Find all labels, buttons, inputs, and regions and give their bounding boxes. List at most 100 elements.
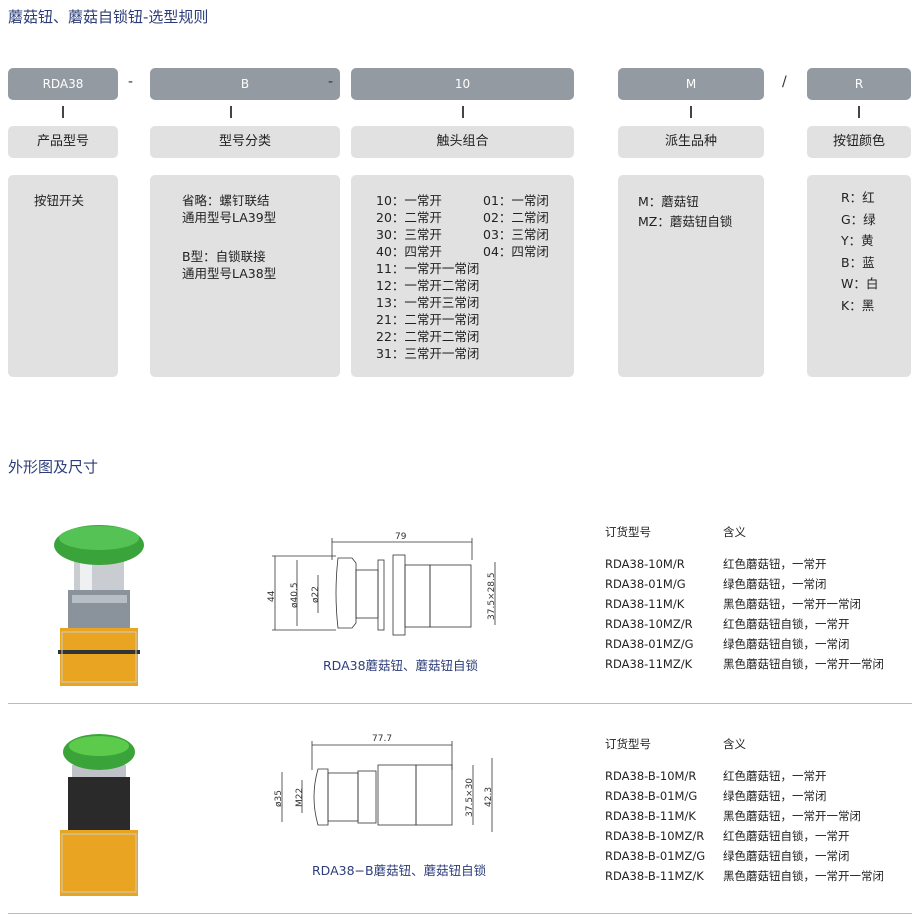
desc-line: 13：一常开三常闭 <box>376 295 480 310</box>
desc-line: 12：一常开二常闭 <box>376 278 480 293</box>
header-model: 订货型号 <box>605 525 651 539</box>
desc-line: 01：一常闭 <box>483 193 549 208</box>
dimension-drawing-2: 77.7 ø35 M22 37.5×30 42.3 <box>274 734 494 832</box>
table-row: RDA38-B-01M/G 绿色蘑菇钮，一常闭 <box>605 786 884 806</box>
desc-line: 22：二常开二常闭 <box>376 329 480 344</box>
desc-line: B型：自锁联接 <box>182 249 266 264</box>
dimension-drawing-1: 79 44 ø40.5 ø22 37.5×28.5 <box>267 532 497 636</box>
desc-line: MZ：蘑菇钮自锁 <box>638 214 733 229</box>
desc-line: R：红 <box>841 190 875 205</box>
desc-line <box>182 226 340 248</box>
meaning-cell: 红色蘑菇钮自锁，一常开 <box>723 829 850 843</box>
code-variant: M <box>618 68 764 100</box>
dim-length: 77.7 <box>372 734 392 744</box>
page-title: 蘑菇钮、蘑菇自锁钮-选型规则 <box>8 8 209 26</box>
dim-mount: M22 <box>295 788 305 807</box>
desc-text: 按钮开关 <box>34 193 85 208</box>
table-row: RDA38-10MZ/R 红色蘑菇钮自锁，一常开 <box>605 614 884 634</box>
model-cell: RDA38-B-11MZ/K <box>605 869 704 883</box>
meaning-cell: 绿色蘑菇钮自锁，一常闭 <box>723 849 850 863</box>
divider <box>8 913 912 914</box>
desc-line: 31：三常开一常闭 <box>376 346 480 361</box>
desc-line: 20：二常开 <box>376 210 442 225</box>
connector-tick <box>858 106 860 118</box>
desc-variant: M：蘑菇钮 MZ：蘑菇钮自锁 <box>618 175 764 377</box>
dim-body: 37.5×28.5 <box>487 572 497 620</box>
meaning-cell: 黑色蘑菇钮，一常开一常闭 <box>723 809 861 823</box>
drawing-caption: RDA38−B蘑菇钮、蘑菇钮自锁 <box>312 863 487 878</box>
desc-line: M：蘑菇钮 <box>638 194 699 209</box>
dim-diameter: ø40.5 <box>290 582 300 608</box>
code-type: B <box>150 68 340 100</box>
model-cell: RDA38-B-01M/G <box>605 789 698 803</box>
meaning-cell: 黑色蘑菇钮，一常开一常闭 <box>723 597 861 611</box>
desc-line: 10：一常开 <box>376 193 442 208</box>
header-meaning: 含义 <box>723 525 746 539</box>
desc-line: 40：四常开 <box>376 244 442 259</box>
model-cell: RDA38-B-10M/R <box>605 769 697 783</box>
table-row: RDA38-01M/G 绿色蘑菇钮，一常闭 <box>605 574 884 594</box>
table-row: RDA38-10M/R 红色蘑菇钮，一常开 <box>605 554 884 574</box>
desc-contacts: 10：一常开 20：二常开 30：三常开 40：四常开 01：一常闭 02：二常闭 03：三… <box>351 175 574 377</box>
model-cell: RDA38-B-11M/K <box>605 809 696 823</box>
meaning-cell: 绿色蘑菇钮，一常闭 <box>723 577 827 591</box>
desc-line: B：蓝 <box>841 254 875 270</box>
model-cell: RDA38-11M/K <box>605 597 685 611</box>
desc-line: Y：黄 <box>841 233 874 248</box>
section-title: 外形图及尺寸 <box>8 458 99 476</box>
label-variant: 派生品种 <box>618 126 764 158</box>
meaning-cell: 绿色蘑菇钮自锁，一常闭 <box>723 637 850 651</box>
label-color: 按钮颜色 <box>807 126 911 158</box>
table-row: RDA38-11M/K 黑色蘑菇钮，一常开一常闭 <box>605 594 884 614</box>
meaning-cell: 红色蘑菇钮，一常开 <box>723 557 827 571</box>
desc-line: 30：三常开 <box>376 227 442 242</box>
code-product: RDA38 <box>8 68 118 100</box>
desc-line: 通用型号LA39型 <box>182 210 277 225</box>
meaning-cell: 红色蘑菇钮自锁，一常开 <box>723 617 850 631</box>
connector-tick <box>62 106 64 118</box>
model-cell: RDA38-01MZ/G <box>605 637 694 651</box>
divider <box>8 703 912 704</box>
dim-depth: 42.3 <box>484 787 494 807</box>
desc-line: 02：二常闭 <box>483 210 549 225</box>
connector-tick <box>230 106 232 118</box>
desc-line: 11：一常开一常闭 <box>376 261 480 276</box>
connector-tick <box>462 106 464 118</box>
separator: / <box>782 74 787 90</box>
desc-product: 按钮开关 <box>8 175 118 377</box>
desc-line: 通用型号LA38型 <box>182 266 277 281</box>
dim-diameter: ø35 <box>274 790 284 807</box>
table-row: RDA38-B-11MZ/K 黑色蘑菇钮自锁，一常开一常闭 <box>605 866 884 886</box>
model-cell: RDA38-01M/G <box>605 577 686 591</box>
product-photo-mushroom-button <box>54 525 144 686</box>
model-cell: RDA38-B-10MZ/R <box>605 829 705 843</box>
label-contacts: 触头组合 <box>351 126 574 158</box>
meaning-cell: 红色蘑菇钮，一常开 <box>723 769 827 783</box>
model-cell: RDA38-10MZ/R <box>605 617 693 631</box>
order-table-1: 订货型号 含义 RDA38-10M/R 红色蘑菇钮，一常开 RDA38-01M/G 绿色蘑… <box>605 522 884 674</box>
code-color: R <box>807 68 911 100</box>
model-cell: RDA38-11MZ/K <box>605 657 693 671</box>
dim-mount: ø22 <box>311 586 321 603</box>
model-cell: RDA38-B-01MZ/G <box>605 849 706 863</box>
desc-type: 省略：螺钉联结 通用型号LA39型 B型：自锁联接 通用型号LA38型 <box>150 175 340 377</box>
label-product: 产品型号 <box>8 126 118 158</box>
desc-line: G：绿 <box>841 211 876 227</box>
table-row: RDA38-B-01MZ/G 绿色蘑菇钮自锁，一常闭 <box>605 846 884 866</box>
table-row: RDA38-B-10M/R 红色蘑菇钮，一常开 <box>605 766 884 786</box>
desc-line: 21：二常开一常闭 <box>376 312 480 327</box>
desc-line: W：白 <box>841 276 879 291</box>
separator: - <box>128 74 134 90</box>
meaning-cell: 黑色蘑菇钮自锁，一常开一常闭 <box>723 869 884 883</box>
model-cell: RDA38-10M/R <box>605 557 685 571</box>
desc-line: 03：三常闭 <box>483 227 549 242</box>
table-row: RDA38-01MZ/G 绿色蘑菇钮自锁，一常闭 <box>605 634 884 654</box>
label-type: 型号分类 <box>150 126 340 158</box>
table-row: RDA38-B-10MZ/R 红色蘑菇钮自锁，一常开 <box>605 826 884 846</box>
meaning-cell: 绿色蘑菇钮，一常闭 <box>723 789 827 803</box>
desc-line: 04：四常闭 <box>483 244 549 259</box>
drawing-caption: RDA38蘑菇钮、蘑菇钮自锁 <box>323 658 479 673</box>
